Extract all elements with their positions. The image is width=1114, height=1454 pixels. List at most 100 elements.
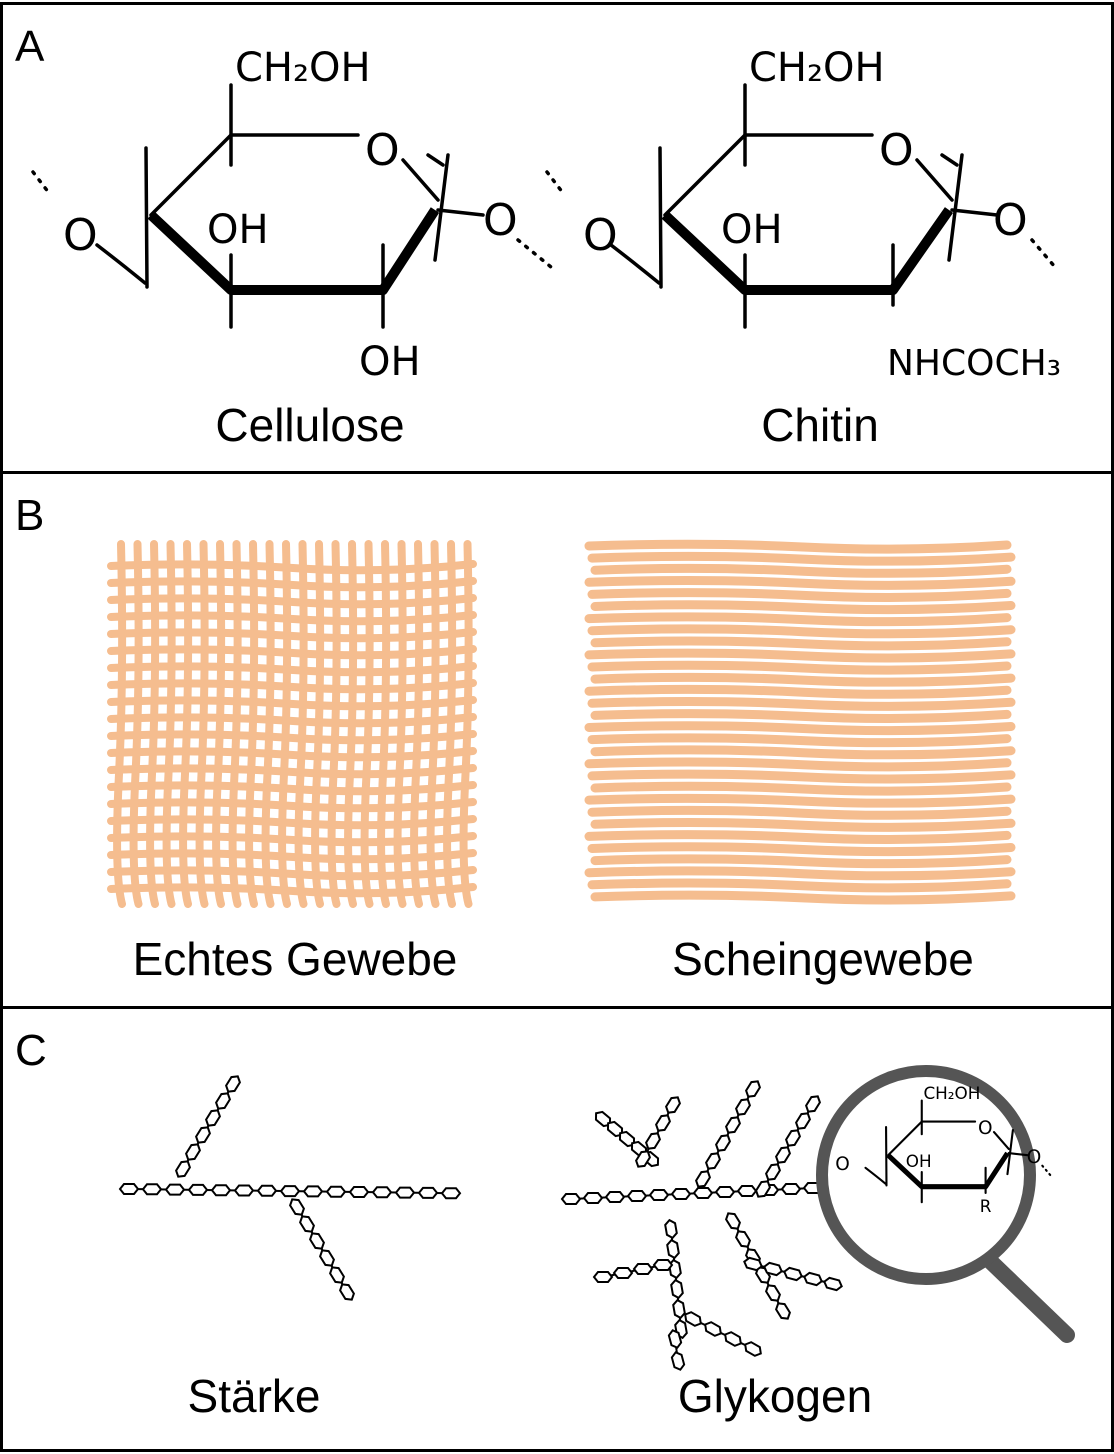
warp-thread bbox=[377, 540, 391, 908]
pseudo-fabric-strands bbox=[584, 539, 1016, 905]
glucose-unit bbox=[672, 1298, 686, 1320]
caption-echtes-gewebe: Echtes Gewebe bbox=[132, 933, 458, 985]
chitin-structure: CH₂OH O O O OH NHCOCH₃ bbox=[545, 45, 1061, 384]
glucose-unit bbox=[329, 1266, 345, 1284]
caption-glykogen: Glykogen bbox=[677, 1370, 873, 1422]
glucose-unit bbox=[665, 1096, 681, 1114]
glucose-unit bbox=[803, 1271, 823, 1287]
glucose-unit bbox=[141, 1183, 163, 1196]
glucose-unit bbox=[667, 1329, 683, 1349]
cellulose-inner-oh-label: OH bbox=[207, 207, 269, 253]
glucose-unit bbox=[735, 1098, 751, 1116]
parallel-strand bbox=[590, 709, 1012, 723]
panel-a-structures: CH₂OH O O O OH OH C bbox=[31, 45, 1061, 385]
glucose-unit bbox=[302, 1185, 324, 1198]
glucose-unit bbox=[775, 1146, 791, 1164]
warp-thread bbox=[360, 540, 374, 908]
glucose-unit bbox=[604, 1191, 626, 1203]
chitin-inner-oh-label: OH bbox=[721, 207, 783, 253]
glucose-unit bbox=[745, 1080, 761, 1098]
magnified-left-oxygen-label: O bbox=[835, 1154, 850, 1175]
glucose-unit bbox=[325, 1185, 347, 1198]
glucose-unit bbox=[348, 1186, 370, 1198]
glucose-unit bbox=[185, 1143, 201, 1161]
chitin-nhcoch3-label: NHCOCH₃ bbox=[887, 343, 1061, 384]
glucose-unit bbox=[823, 1276, 843, 1292]
warp-thread bbox=[261, 540, 275, 908]
parallel-strand bbox=[590, 563, 1012, 578]
parallel-strand bbox=[584, 612, 1012, 627]
chitin-right-oxygen-label: O bbox=[993, 195, 1028, 246]
parallel-strand bbox=[584, 866, 1016, 881]
glucose-unit bbox=[652, 1259, 674, 1271]
glucose-unit bbox=[736, 1185, 758, 1197]
glucose-unit bbox=[309, 1232, 325, 1250]
true-fabric-weave bbox=[107, 540, 477, 908]
cellulose-structure: CH₂OH O O O OH OH bbox=[31, 45, 553, 385]
cellulose-right-oxygen-label: O bbox=[483, 195, 518, 246]
parallel-strand bbox=[584, 648, 1016, 663]
glucose-unit bbox=[725, 1212, 741, 1230]
warp-thread bbox=[179, 540, 193, 908]
parallel-strand bbox=[584, 576, 1016, 590]
magnifying-glass-icon: CH₂OH O O O OH R bbox=[816, 1065, 1075, 1343]
panel-a: A CH₂OH O O O OH OH bbox=[0, 2, 1114, 474]
cellulose-left-oxygen-label: O bbox=[63, 210, 98, 261]
cellulose-bottom-oh-label: OH bbox=[359, 339, 421, 385]
parallel-strand bbox=[587, 878, 1012, 893]
glucose-unit bbox=[684, 1311, 702, 1327]
warp-thread bbox=[228, 540, 242, 908]
glucose-unit bbox=[735, 1230, 751, 1248]
magnified-ring-oxygen-label: O bbox=[978, 1118, 993, 1139]
glucose-unit bbox=[795, 1112, 811, 1130]
glucose-unit bbox=[215, 1092, 231, 1110]
warp-thread bbox=[195, 540, 209, 908]
parallel-strand bbox=[590, 781, 1012, 796]
glucose-unit bbox=[632, 1263, 654, 1275]
glucose-unit bbox=[210, 1184, 232, 1197]
glucose-unit bbox=[765, 1163, 781, 1181]
warp-thread bbox=[294, 540, 308, 908]
glucose-unit bbox=[670, 1278, 684, 1300]
glycogen-highly-branched-chain bbox=[560, 1080, 843, 1371]
warp-thread bbox=[212, 540, 226, 908]
glucose-unit bbox=[289, 1198, 305, 1216]
glucose-unit bbox=[724, 1331, 742, 1347]
glycosidic-bond bbox=[642, 1104, 674, 1160]
warp-thread bbox=[459, 540, 473, 908]
panel-label-a: A bbox=[15, 22, 45, 71]
glucose-unit bbox=[299, 1215, 315, 1233]
parallel-strand bbox=[587, 697, 1016, 711]
glucose-unit bbox=[560, 1193, 582, 1205]
parallel-strand bbox=[587, 733, 1012, 748]
panel-b: B Echtes Gewebe Scheingewebe bbox=[0, 471, 1114, 1009]
warp-thread bbox=[344, 540, 358, 908]
parallel-strand bbox=[590, 600, 1016, 615]
panel-b-fabrics bbox=[107, 539, 1016, 908]
glucose-unit bbox=[339, 1283, 355, 1301]
parallel-strand bbox=[587, 805, 1012, 820]
glucose-unit bbox=[626, 1190, 648, 1202]
panel-c-polymers: CH₂OH O O O OH R bbox=[118, 1065, 1075, 1371]
warp-thread bbox=[311, 540, 325, 908]
glucose-unit bbox=[775, 1302, 791, 1320]
glucose-unit bbox=[440, 1187, 462, 1200]
glucose-unit bbox=[666, 1238, 680, 1260]
glycosidic-bond bbox=[692, 1318, 754, 1350]
parallel-strand bbox=[590, 854, 1012, 869]
parallel-strand bbox=[590, 636, 1012, 651]
caption-chitin: Chitin bbox=[761, 399, 879, 451]
parallel-strand bbox=[587, 660, 1012, 675]
glucose-unit bbox=[164, 1183, 186, 1196]
glucose-unit bbox=[371, 1186, 393, 1199]
glucose-unit bbox=[645, 1132, 661, 1150]
glucose-unit bbox=[670, 1188, 692, 1200]
caption-scheingewebe: Scheingewebe bbox=[672, 933, 974, 985]
magnified-inner-oh-label: OH bbox=[906, 1151, 932, 1171]
magnified-glucose-unit: CH₂OH O O O OH R bbox=[835, 1083, 1054, 1216]
parallel-strand bbox=[587, 842, 1016, 857]
glucose-unit bbox=[743, 1256, 763, 1272]
glucose-unit bbox=[612, 1267, 634, 1279]
glucose-unit bbox=[233, 1184, 255, 1197]
parallel-strand bbox=[584, 721, 1016, 736]
